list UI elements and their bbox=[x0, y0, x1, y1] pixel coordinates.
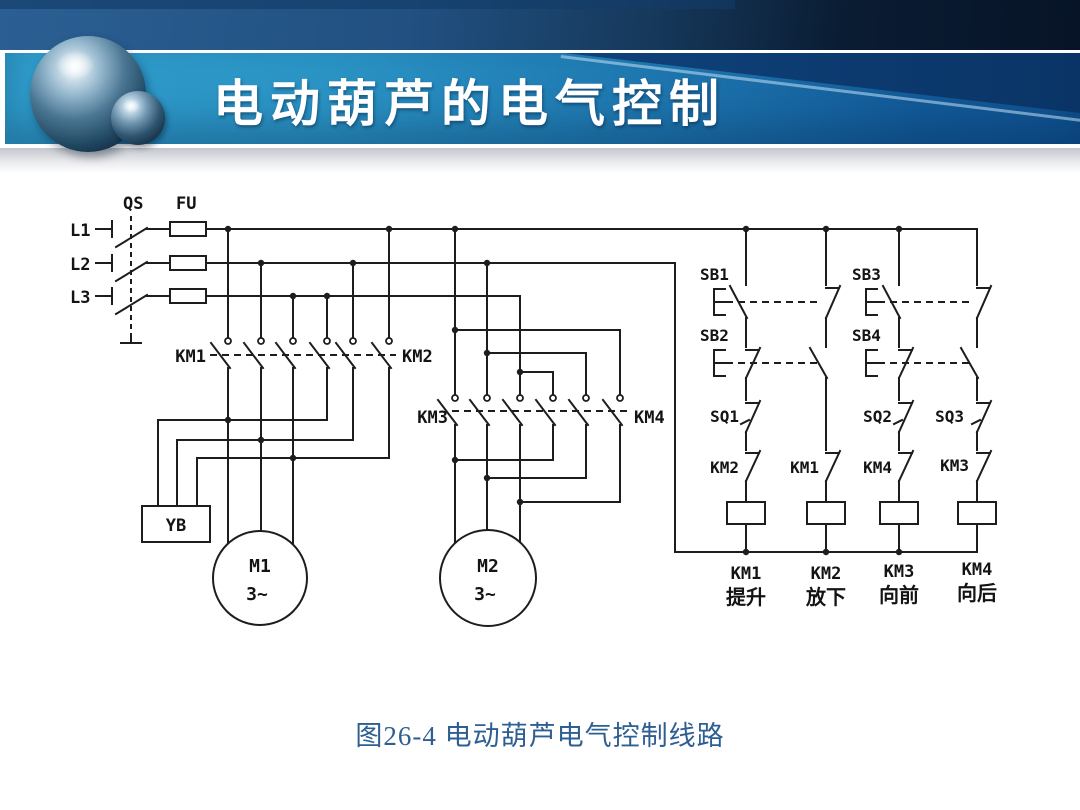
button-label-sb4: SB4 bbox=[852, 326, 881, 345]
interlock-contact-km4 bbox=[897, 449, 915, 483]
brake-yb: YB bbox=[141, 505, 211, 543]
top-bar bbox=[0, 0, 1080, 50]
yb-brake-wires bbox=[157, 419, 390, 507]
pushbutton-sb2 bbox=[713, 346, 829, 380]
limit-switch-label-sq3: SQ3 bbox=[935, 407, 964, 426]
logo-sphere-small-icon bbox=[111, 91, 165, 145]
motor-m2-type: 3~ bbox=[474, 584, 496, 605]
qs-knife-switch bbox=[95, 216, 171, 344]
power-supply-section: L1 L2 L3 QS FU bbox=[70, 194, 978, 344]
coil-km1 bbox=[726, 501, 766, 525]
action-label-forward: 向前 bbox=[879, 583, 919, 607]
contactor-label-km1: KM1 bbox=[175, 347, 206, 367]
motor-m2-name: M2 bbox=[477, 556, 499, 577]
control-left-rail-and-bottom-bus bbox=[674, 262, 978, 553]
interlock-label-km1: KM1 bbox=[790, 458, 819, 477]
km4-output-crossover bbox=[454, 424, 621, 503]
limit-switch-sq3 bbox=[970, 399, 993, 434]
contactor-km3-km4-main-contacts bbox=[436, 394, 630, 427]
limit-switch-label-sq1: SQ1 bbox=[710, 407, 739, 426]
bus-l1 bbox=[205, 228, 978, 286]
brake-label-yb: YB bbox=[166, 516, 186, 536]
action-label-backward: 向后 bbox=[957, 581, 997, 605]
motor-m1-type: 3~ bbox=[246, 584, 268, 605]
coil-km4 bbox=[957, 501, 997, 525]
title-banner bbox=[0, 50, 1080, 148]
motor-m1: M1 3~ bbox=[212, 530, 308, 626]
limit-switch-sq1 bbox=[739, 399, 762, 434]
interlock-label-km2: KM2 bbox=[710, 458, 739, 477]
motor-m1-name: M1 bbox=[249, 556, 271, 577]
km4-feed-crossover bbox=[454, 329, 621, 396]
contactor-km1-km2-main-contacts bbox=[209, 337, 396, 370]
motor-m2: M2 3~ bbox=[439, 529, 537, 627]
pushbutton-sb3 bbox=[865, 284, 993, 320]
action-label-lift: 提升 bbox=[726, 585, 766, 609]
km2-output-drops bbox=[326, 367, 390, 459]
button-label-sb2: SB2 bbox=[700, 326, 729, 345]
interlock-contact-km2 bbox=[744, 449, 762, 483]
action-label-lower: 放下 bbox=[805, 585, 846, 609]
control-circuit-section: SB1 SB3 SB2 SB4 bbox=[674, 228, 997, 609]
coil-label-km3: KM3 bbox=[884, 562, 915, 582]
km3-feeders bbox=[454, 228, 521, 396]
coil-label-km1: KM1 bbox=[731, 564, 762, 584]
limit-switch-sq2 bbox=[892, 399, 915, 434]
interlock-label-km3: KM3 bbox=[940, 456, 969, 475]
coil-label-km2: KM2 bbox=[811, 564, 842, 584]
pushbutton-sb1 bbox=[713, 284, 842, 320]
contactor-label-km3: KM3 bbox=[417, 408, 448, 428]
button-label-sb3: SB3 bbox=[852, 265, 881, 284]
coil-label-km4: KM4 bbox=[962, 560, 993, 580]
fuse-label-fu: FU bbox=[176, 194, 196, 214]
fuse-l3 bbox=[169, 288, 207, 304]
coil-km3 bbox=[879, 501, 919, 525]
contactor-label-km2: KM2 bbox=[402, 347, 433, 367]
interlock-label-km4: KM4 bbox=[863, 458, 892, 477]
limit-switch-label-sq2: SQ2 bbox=[863, 407, 892, 426]
figure-caption: 图26-4 电动葫芦电气控制线路 bbox=[355, 721, 725, 751]
page-title: 电动葫芦的电气控制 bbox=[213, 76, 726, 132]
interlock-contact-km1 bbox=[824, 449, 842, 483]
isolator-label-qs: QS bbox=[123, 194, 143, 214]
trolley-motor-section: KM3 KM4 M2 3~ bbox=[417, 228, 665, 627]
coil-km2 bbox=[806, 501, 846, 525]
interlock-contact-km3 bbox=[975, 449, 993, 483]
pushbutton-sb4 bbox=[865, 346, 980, 380]
fuse-l2 bbox=[169, 255, 207, 271]
phase-label-l2: L2 bbox=[70, 255, 90, 275]
contactor-label-km4: KM4 bbox=[634, 408, 665, 428]
phase-label-l3: L3 bbox=[70, 288, 90, 308]
fuse-l1 bbox=[169, 221, 207, 237]
button-label-sb1: SB1 bbox=[700, 265, 729, 284]
m2-motor-wires bbox=[454, 424, 521, 544]
km1-km2-feeders bbox=[227, 228, 390, 338]
junction-dots bbox=[224, 225, 903, 556]
phase-label-l1: L1 bbox=[70, 221, 90, 241]
banner-shadow-strip bbox=[0, 148, 1080, 173]
